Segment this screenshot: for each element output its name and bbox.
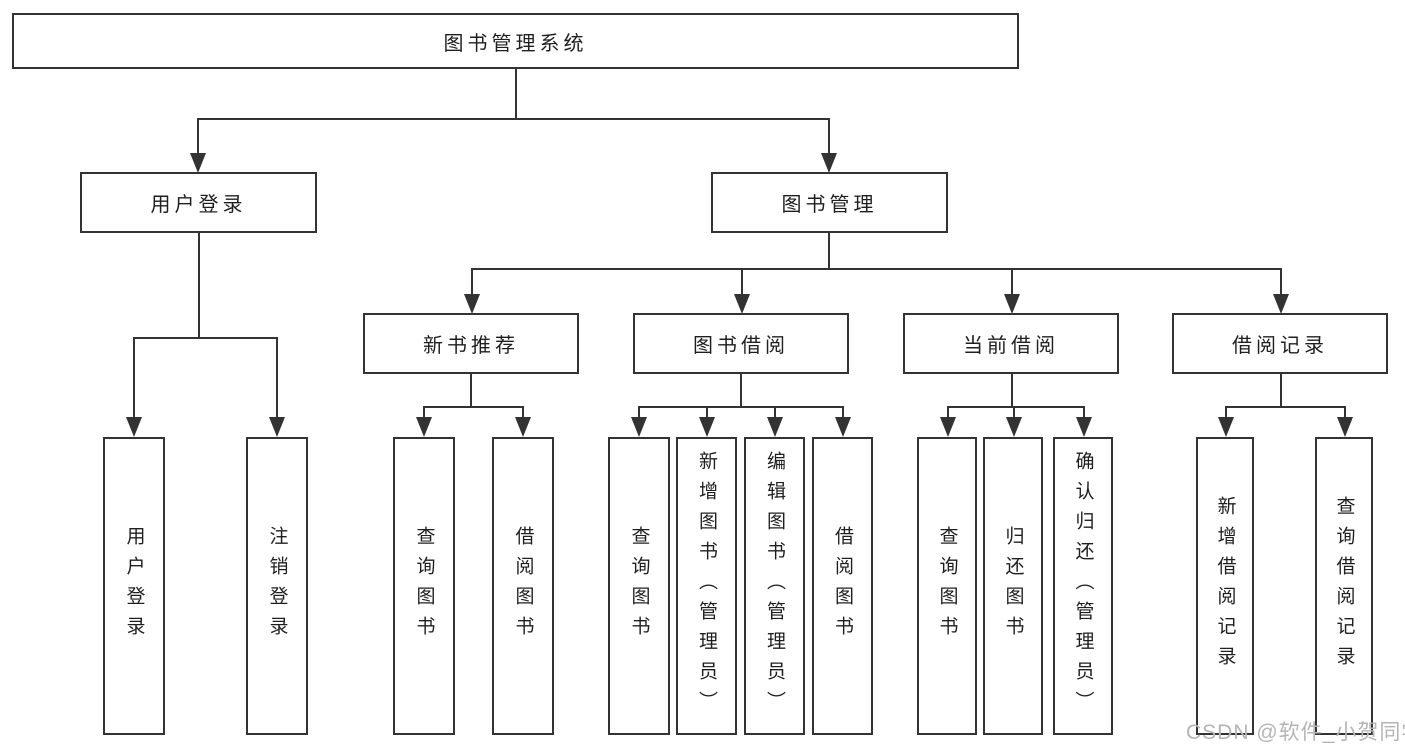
leaf-label: 查询图书 [936, 526, 958, 646]
connector-user-login-split [133, 337, 278, 339]
leaf-edit-book-admin: 编辑图书（管理员） [744, 437, 805, 735]
leaf-query-books-borrowing: 查询图书 [608, 437, 670, 735]
arrow-down-icon [1337, 417, 1353, 437]
leaf-confirm-return-admin: 确认归还（管理员） [1053, 437, 1113, 735]
connector-to-leaf [774, 406, 776, 420]
connector-current-borrowing-split [947, 406, 1085, 408]
connector-new-book-drop [470, 374, 472, 408]
leaf-label: 查询图书 [628, 526, 650, 646]
arrow-down-icon [821, 153, 837, 173]
arrow-down-icon [416, 417, 432, 437]
connector-new-book-split [423, 406, 524, 408]
arrow-down-icon [767, 417, 783, 437]
node-book-borrowing: 图书借阅 [633, 313, 849, 374]
arrow-down-icon [835, 417, 851, 437]
arrow-down-icon [1004, 294, 1020, 314]
arrow-down-icon [190, 153, 206, 173]
leaf-label: 借阅图书 [512, 526, 534, 646]
node-label: 图书借阅 [693, 335, 789, 357]
connector-to-leaf-user-login [133, 337, 135, 419]
leaf-add-borrow-record: 新增借阅记录 [1196, 437, 1254, 735]
leaf-query-books-current: 查询图书 [917, 437, 977, 735]
node-label: 当前借阅 [963, 335, 1059, 357]
leaf-user-login: 用户登录 [103, 437, 165, 735]
leaf-return-books: 归还图书 [983, 437, 1043, 735]
connector-to-borrowing-records [1280, 268, 1282, 296]
connector-to-leaf [1344, 406, 1346, 420]
leaf-borrow-books-recommend: 借阅图书 [492, 437, 554, 735]
connector-book-management-drop [828, 233, 830, 269]
connector-to-leaf [1083, 406, 1085, 420]
connector-to-book-management [828, 118, 830, 156]
leaf-label: 查询借阅记录 [1333, 496, 1355, 676]
connector-root-split [197, 118, 830, 120]
connector-borrowing-records-split [1225, 406, 1346, 408]
connector-to-leaf [522, 406, 524, 420]
arrow-down-icon [940, 417, 956, 437]
arrow-down-icon [1076, 417, 1092, 437]
leaf-label: 新增图书（管理员） [696, 451, 717, 721]
leaf-label: 注销登录 [266, 526, 288, 646]
leaf-label: 确认归还（管理员） [1072, 451, 1094, 721]
connector-book-borrowing-split [638, 406, 844, 408]
node-book-management: 图书管理 [711, 172, 948, 233]
arrow-down-icon [734, 294, 750, 314]
connector-to-leaf [638, 406, 640, 420]
leaf-label: 用户登录 [123, 526, 145, 646]
arrow-down-icon [1218, 417, 1234, 437]
arrow-down-icon [515, 417, 531, 437]
node-label: 图书管理 [781, 194, 878, 216]
connector-to-leaf [947, 406, 949, 420]
node-label: 借阅记录 [1232, 335, 1328, 357]
leaf-logout: 注销登录 [246, 437, 308, 735]
connector-to-leaf [1225, 406, 1227, 420]
leaf-label: 新增借阅记录 [1214, 496, 1236, 676]
csdn-watermark: CSDN @软件_小贺同学 [1186, 721, 1405, 744]
leaf-borrow-books-borrowing: 借阅图书 [812, 437, 873, 735]
connector-to-leaf-logout [276, 337, 278, 419]
node-current-borrowing: 当前借阅 [903, 313, 1119, 374]
leaf-add-book-admin: 新增图书（管理员） [676, 437, 737, 735]
connector-current-borrowing-drop [1011, 374, 1013, 408]
node-borrowing-records: 借阅记录 [1172, 313, 1388, 374]
leaf-query-books-recommend: 查询图书 [393, 437, 455, 735]
arrow-down-icon [464, 294, 480, 314]
node-library-management-system: 图书管理系统 [12, 13, 1019, 69]
connector-to-current-borrowing [1011, 268, 1013, 296]
arrow-down-icon [631, 417, 647, 437]
leaf-query-borrow-record: 查询借阅记录 [1315, 437, 1373, 735]
connector-to-leaf [1013, 406, 1015, 420]
connector-borrowing-records-drop [1280, 374, 1282, 408]
node-user-login: 用户登录 [80, 172, 317, 233]
arrow-down-icon [126, 417, 142, 437]
connector-book-borrowing-drop [740, 374, 742, 408]
arrow-down-icon [269, 417, 285, 437]
arrow-down-icon [699, 417, 715, 437]
connector-root-drop [515, 69, 517, 119]
node-label: 新书推荐 [423, 335, 519, 357]
connector-to-leaf [423, 406, 425, 420]
connector-to-new-book [471, 268, 473, 296]
leaf-label: 编辑图书（管理员） [764, 451, 785, 721]
connector-user-login-drop [198, 233, 200, 338]
node-label: 用户登录 [150, 194, 247, 216]
connector-to-book-borrowing [741, 268, 743, 296]
node-new-book-recommendation: 新书推荐 [363, 313, 579, 374]
connector-book-management-split [471, 268, 1282, 270]
leaf-label: 归还图书 [1002, 526, 1024, 646]
connector-to-leaf [706, 406, 708, 420]
node-label: 图书管理系统 [443, 32, 588, 55]
leaf-label: 查询图书 [413, 526, 435, 646]
arrow-down-icon [1273, 294, 1289, 314]
connector-to-user-login [197, 118, 199, 156]
arrow-down-icon [1006, 417, 1022, 437]
connector-to-leaf [842, 406, 844, 420]
leaf-label: 借阅图书 [832, 526, 853, 646]
